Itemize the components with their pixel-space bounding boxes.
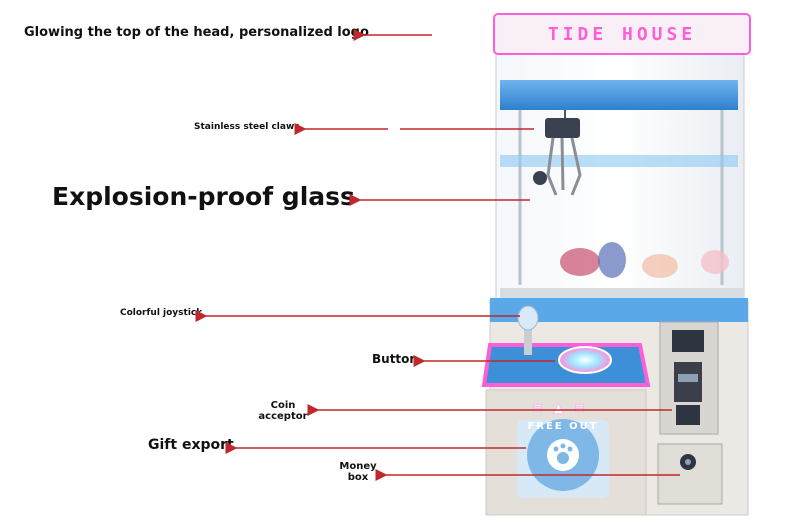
prize [598, 242, 626, 278]
claw-head [545, 118, 580, 138]
money-box-door [657, 443, 723, 505]
stainless-claws [546, 137, 582, 196]
prize [560, 248, 600, 276]
label-explosion-proof-glass: Explosion-proof glass [52, 182, 355, 211]
sign-text: TIDE HOUSE [548, 24, 696, 45]
front-text: FREE OUT [527, 421, 598, 432]
label-gift-export: Gift export [148, 437, 234, 453]
label-glowing-logo: Glowing the top of the head, personalize… [24, 25, 369, 40]
top-blue-band [500, 80, 738, 110]
joystick-shaft [524, 320, 532, 355]
coin-slot [672, 330, 704, 352]
prize [642, 254, 678, 278]
label-money-box: Money box [339, 461, 377, 483]
glowing-sign [493, 13, 751, 55]
label-coin-acceptor: Coin acceptor [258, 400, 308, 422]
label-button: Button [372, 352, 418, 366]
camera-lens [533, 171, 547, 185]
label-steel-claws: Stainless steel claws [194, 122, 300, 132]
svg-text:≡ ▲ ≡: ≡ ▲ ≡ [532, 401, 588, 416]
label-colorful-joystick: Colorful joystick [120, 308, 203, 318]
colorful-joystick [517, 305, 539, 331]
prize [701, 250, 729, 274]
game-button [558, 346, 612, 374]
